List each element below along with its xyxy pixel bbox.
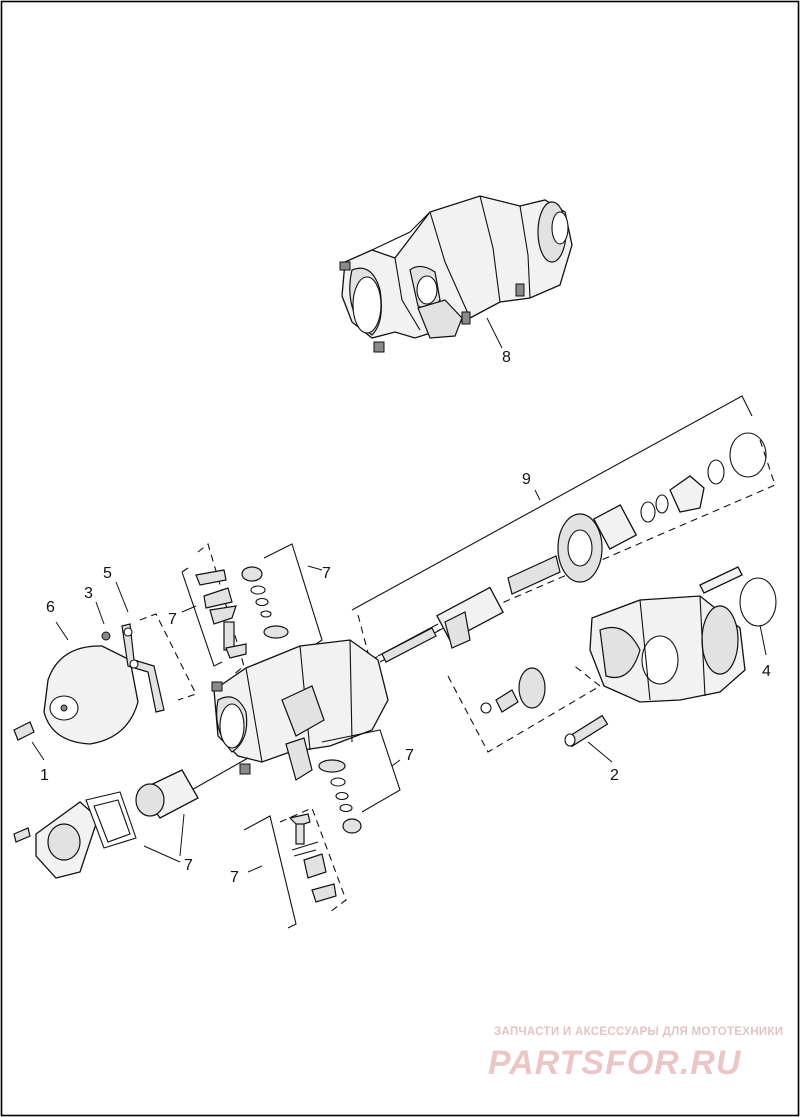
leader-7e [143, 813, 185, 863]
group-7a-bracket [181, 567, 223, 667]
callout-7b: 7 [322, 565, 331, 582]
bolt-2-parts [480, 667, 609, 748]
callout-7c: 7 [405, 747, 414, 764]
callout-6: 6 [46, 599, 55, 616]
drive-shaft-parts [377, 432, 767, 663]
leader-6 [55, 621, 69, 641]
group-7c-bracket [321, 729, 401, 813]
callout-8: 8 [502, 349, 511, 366]
leader-3 [95, 601, 105, 625]
end-cover-parts [13, 645, 139, 745]
group-7d-bracket [243, 815, 297, 929]
callout-7d: 7 [184, 857, 193, 874]
drive-housing-parts [589, 566, 777, 703]
leader-8 [486, 317, 503, 349]
leader-7d [247, 865, 263, 873]
group-5-dashed-box [139, 613, 197, 701]
group-7a-dashed-box [197, 543, 245, 677]
leader-4 [759, 624, 767, 656]
leader-2 [587, 741, 613, 763]
starter-assembly-illustration [339, 195, 573, 353]
callout-5: 5 [103, 565, 112, 582]
leader-7a [181, 605, 197, 613]
callout-2: 2 [610, 767, 619, 784]
contact-parts-lower [318, 759, 362, 834]
leader-1 [31, 741, 45, 761]
callout-3: 3 [84, 585, 93, 602]
callout-1: 1 [40, 767, 49, 784]
callout-7a: 7 [168, 611, 177, 628]
shift-fork-parts [195, 569, 247, 659]
group-9-bracket [351, 395, 753, 611]
leader-7c [391, 759, 401, 767]
motor-body-parts [159, 639, 389, 809]
watermark-tagline: ЗАПЧАСТИ И АКСЕССУАРЫ ДЛЯ МОТОТЕХНИКИ [494, 1026, 783, 1038]
callout-4: 4 [762, 663, 771, 680]
group-7d-dashed-box [279, 807, 347, 913]
plunger-parts-lower [288, 813, 337, 903]
leader-9 [534, 489, 541, 501]
terminal-bracket-parts [101, 623, 165, 713]
leader-7b [307, 565, 323, 571]
watermark-brand: PARTSFOR.RU [488, 1044, 742, 1082]
callout-7e: 7 [230, 869, 239, 886]
solenoid-parts [13, 769, 199, 879]
group-7b-bracket [263, 543, 323, 645]
group-2-dashed-box [447, 663, 601, 753]
callout-9: 9 [522, 471, 531, 488]
leader-5 [115, 581, 129, 613]
contact-parts-upper [241, 566, 289, 639]
